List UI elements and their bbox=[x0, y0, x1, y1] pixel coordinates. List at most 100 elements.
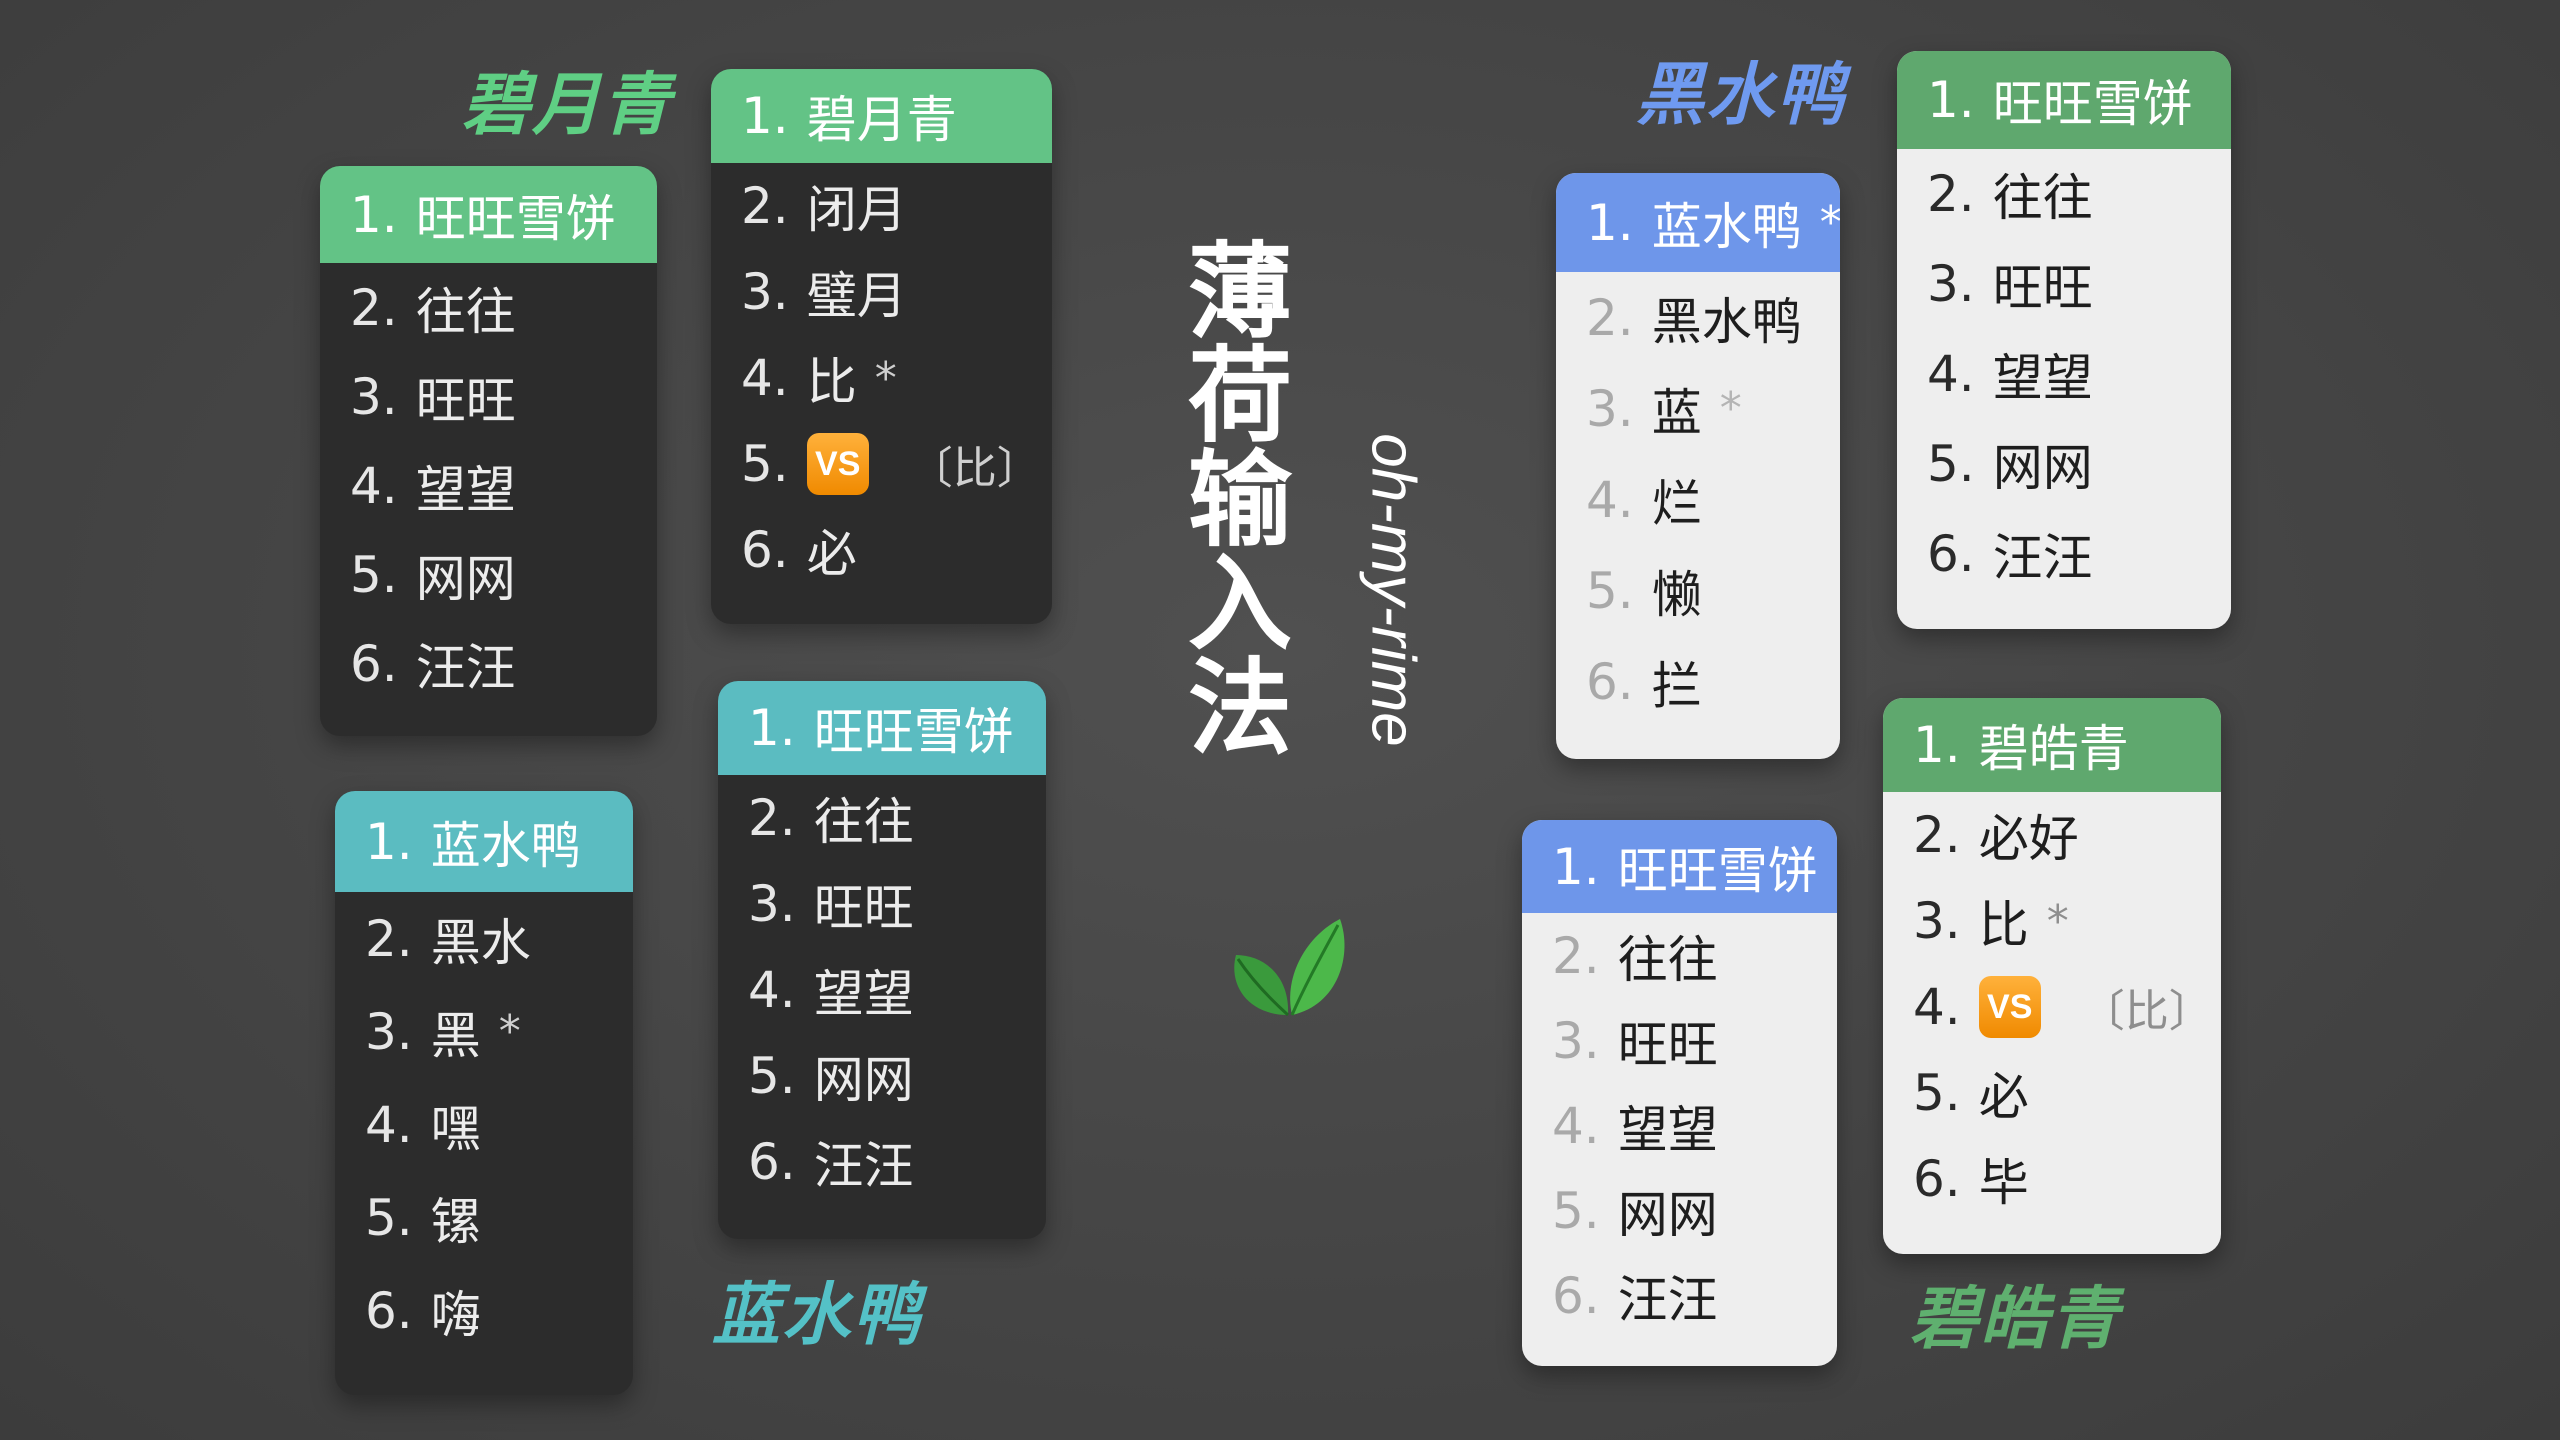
candidate-item-selected[interactable]: 1.碧月青 bbox=[711, 69, 1052, 163]
candidate-index: 2. bbox=[1586, 288, 1634, 347]
candidate-item[interactable]: 2.必好 bbox=[1883, 792, 2221, 878]
candidate-index: 4. bbox=[1913, 978, 1961, 1036]
candidate-text: 旺旺 bbox=[1992, 259, 2093, 317]
candidate-index: 4. bbox=[350, 456, 398, 515]
candidate-item[interactable]: 3.蓝* bbox=[1556, 363, 1840, 454]
candidate-item[interactable]: 4.望望 bbox=[320, 441, 657, 530]
candidate-index: 5. bbox=[1586, 561, 1634, 620]
candidate-item-selected[interactable]: 1.蓝水鸭* bbox=[1556, 173, 1840, 272]
candidate-index: 3. bbox=[1927, 255, 1975, 313]
candidate-item[interactable]: 5.懒 bbox=[1556, 545, 1840, 636]
candidate-item[interactable]: 4. VS 〔比〕 bbox=[1883, 964, 2221, 1050]
candidate-index: 3. bbox=[1552, 1011, 1600, 1070]
candidate-item[interactable]: 3.黑* bbox=[335, 985, 633, 1078]
candidate-text: 碧皓青 bbox=[1978, 720, 2129, 778]
candidate-index: 6. bbox=[1552, 1266, 1600, 1325]
candidate-index: 4. bbox=[1586, 470, 1634, 529]
candidate-item[interactable]: 2.闭月 bbox=[711, 163, 1052, 249]
candidate-item[interactable]: 6.汪汪 bbox=[718, 1119, 1046, 1205]
candidate-item[interactable]: 2. 往往 bbox=[1897, 149, 2231, 239]
candidate-text: 比 bbox=[1978, 896, 2029, 954]
candidate-item[interactable]: 6.毕 bbox=[1883, 1136, 2221, 1222]
candidate-item[interactable]: 4.嘿 bbox=[335, 1078, 633, 1171]
candidate-item[interactable]: 4.望望 bbox=[1522, 1083, 1837, 1168]
candidate-text: 望望 bbox=[813, 965, 914, 1023]
candidate-item-selected[interactable]: 1.蓝水鸭 bbox=[335, 791, 633, 892]
candidate-item[interactable]: 5.镙 bbox=[335, 1171, 633, 1264]
candidate-text: 旺旺 bbox=[813, 879, 914, 937]
theme-title-biyueqing: 碧月青 bbox=[462, 66, 673, 145]
candidate-item-selected[interactable]: 1.旺旺雪饼 bbox=[1897, 51, 2231, 149]
candidate-item[interactable]: 2.黑水 bbox=[335, 892, 633, 985]
candidate-item[interactable]: 5.网网 bbox=[320, 530, 657, 619]
candidate-text: 必 bbox=[806, 525, 857, 583]
candidate-text: 蓝水鸭 bbox=[430, 816, 581, 875]
candidate-text: 旺旺雪饼 bbox=[813, 703, 1014, 761]
candidate-comment: 〔比〕 bbox=[2080, 986, 2213, 1037]
candidate-item[interactable]: 4.比* bbox=[711, 335, 1052, 421]
candidate-item[interactable]: 3.比* bbox=[1883, 878, 2221, 964]
candidate-text: 旺旺雪饼 bbox=[1617, 841, 1818, 900]
candidate-index: 6. bbox=[741, 521, 789, 579]
candidate-item[interactable]: 2. 往往 bbox=[1522, 913, 1837, 998]
candidate-text: 汪汪 bbox=[415, 638, 516, 697]
candidate-item[interactable]: 3. 旺旺 bbox=[1897, 239, 2231, 329]
candidate-index: 2. bbox=[1927, 165, 1975, 223]
candidate-index: 2. bbox=[1552, 926, 1600, 985]
app-subtitle: oh-my-rime bbox=[1358, 433, 1428, 747]
candidate-item-selected[interactable]: 1. 碧皓青 bbox=[1883, 698, 2221, 792]
candidate-star-marker: * bbox=[1719, 383, 1742, 434]
candidate-item[interactable]: 6.嗨 bbox=[335, 1264, 633, 1357]
candidate-item[interactable]: 3.璧月 bbox=[711, 249, 1052, 335]
candidate-item[interactable]: 5.网网 bbox=[718, 1033, 1046, 1119]
candidate-text: 旺旺雪饼 bbox=[1992, 75, 2193, 133]
candidate-item[interactable]: 6.汪汪 bbox=[1522, 1253, 1837, 1338]
vs-emoji-icon: VS bbox=[1978, 976, 2041, 1038]
candidate-item[interactable]: 6.拦 bbox=[1556, 636, 1840, 727]
candidate-item[interactable]: 5.VS〔比〕 bbox=[711, 421, 1052, 507]
candidate-index: 3. bbox=[350, 367, 398, 426]
candidate-item-selected[interactable]: 1.旺旺雪饼 bbox=[1522, 820, 1837, 913]
candidate-text: 蓝水鸭 bbox=[1651, 197, 1802, 256]
vs-emoji-icon: VS bbox=[806, 433, 869, 495]
candidate-index: 2. bbox=[748, 789, 796, 847]
candidate-index: 6. bbox=[365, 1281, 413, 1340]
candidate-item[interactable]: 4.望望 bbox=[718, 947, 1046, 1033]
candidate-index: 4. bbox=[1552, 1096, 1600, 1155]
candidate-text: 网网 bbox=[415, 549, 516, 608]
candidate-text: 往往 bbox=[1992, 169, 2093, 227]
candidate-text: 必 bbox=[1978, 1068, 2029, 1126]
candidate-item[interactable]: 6.汪汪 bbox=[320, 619, 657, 708]
app-title-char: 荷 bbox=[1187, 335, 1292, 457]
candidate-index: 5. bbox=[741, 435, 789, 493]
candidate-text: 碧月青 bbox=[806, 91, 957, 149]
candidate-item[interactable]: 5.必 bbox=[1883, 1050, 2221, 1136]
candidate-text: 镙 bbox=[430, 1192, 481, 1251]
candidate-item[interactable]: 6.汪汪 bbox=[1897, 509, 2231, 599]
candidate-item[interactable]: 4.望望 bbox=[1897, 329, 2231, 419]
app-title-char: 入 bbox=[1187, 543, 1292, 665]
candidate-item[interactable]: 5.网网 bbox=[1897, 419, 2231, 509]
candidate-item[interactable]: 2.往往 bbox=[320, 263, 657, 352]
candidate-item[interactable]: 4. 烂 bbox=[1556, 454, 1840, 545]
candidate-index: 3. bbox=[741, 263, 789, 321]
theme-title-heishuiya: 黑水鸭 bbox=[1636, 56, 1847, 135]
candidate-index: 6. bbox=[1913, 1150, 1961, 1208]
candidate-item[interactable]: 3. 旺旺 bbox=[1522, 998, 1837, 1083]
candidate-text: 烂 bbox=[1651, 474, 1702, 533]
candidate-index: 1. bbox=[1913, 716, 1961, 774]
candidate-text: 往往 bbox=[1617, 930, 1718, 989]
candidate-item[interactable]: 2.黑水鸭 bbox=[1556, 272, 1840, 363]
candidate-item-selected[interactable]: 1.旺旺雪饼 bbox=[718, 681, 1046, 775]
candidate-item-selected[interactable]: 1.旺旺雪饼 bbox=[320, 166, 657, 263]
candidate-item[interactable]: 2.往往 bbox=[718, 775, 1046, 861]
candidate-text: 旺旺 bbox=[1617, 1015, 1718, 1074]
candidate-item[interactable]: 5.网网 bbox=[1522, 1168, 1837, 1253]
candidate-item[interactable]: 3.旺旺 bbox=[320, 352, 657, 441]
candidate-item[interactable]: 3.旺旺 bbox=[718, 861, 1046, 947]
candidate-index: 3. bbox=[1913, 892, 1961, 950]
candidate-item[interactable]: 6. 必 bbox=[711, 507, 1052, 593]
